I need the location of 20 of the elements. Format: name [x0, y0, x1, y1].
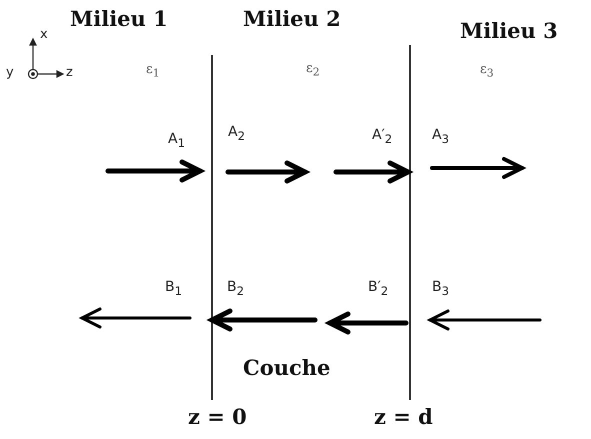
position-label: z = 0 [188, 406, 247, 427]
permittivity-label: ε$_{3}$ [480, 63, 494, 80]
amplitude-label: B$_{2}$ [227, 280, 244, 298]
amplitude-label: A$_{1}$ [168, 132, 185, 150]
layer-label: Couche [243, 357, 330, 378]
axis-label: y [6, 66, 14, 79]
axis-label: x [40, 28, 48, 41]
permittivity-label: ε$_{1}$ [146, 63, 160, 80]
amplitude-label: B$_{1}$ [165, 280, 182, 298]
permittivity-label: ε$_{2}$ [306, 62, 320, 78]
amplitude-label: A$_{3}$ [432, 128, 449, 146]
amplitude-label: A$_{2}$ [228, 125, 245, 142]
position-label: z = d [374, 406, 433, 427]
axis-label: z [66, 66, 73, 79]
medium-label: Milieu 1 [70, 8, 168, 29]
medium-label: Milieu 2 [243, 8, 341, 29]
amplitude-label: A′$_{2}$ [372, 128, 392, 146]
medium-label: Milieu 3 [460, 20, 558, 41]
amplitude-label: B′$_{2}$ [368, 280, 388, 298]
amplitude-label: B$_{3}$ [432, 280, 450, 298]
